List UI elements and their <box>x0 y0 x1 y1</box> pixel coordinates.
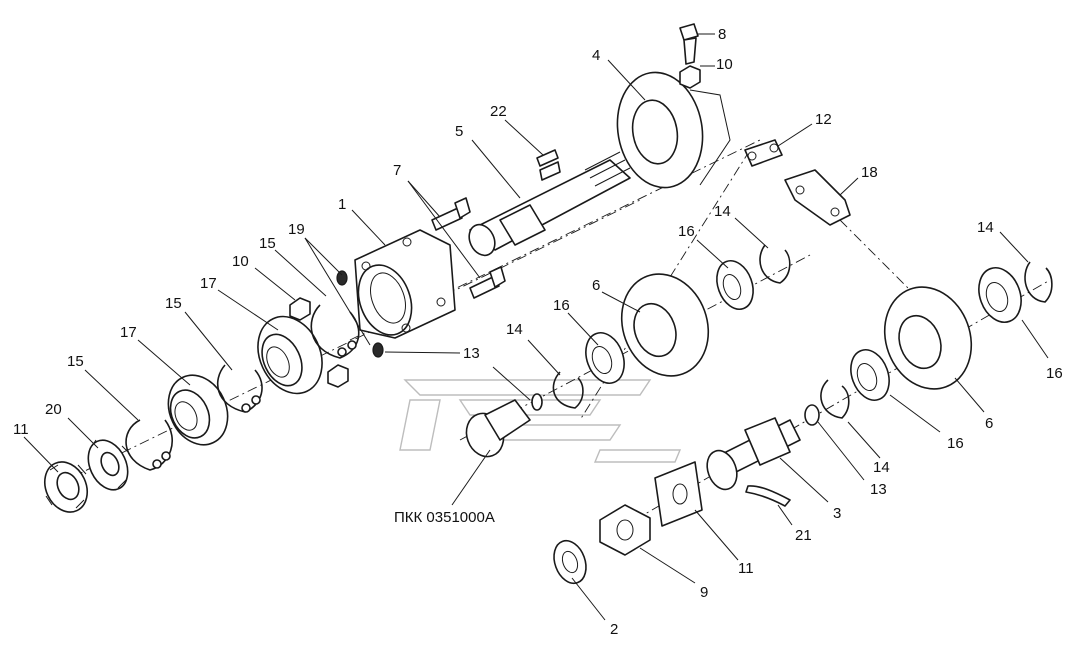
callout-17-lower: 17 <box>120 324 137 341</box>
callout-6-center: 6 <box>592 277 600 294</box>
callout-15-mid: 15 <box>165 295 182 312</box>
part-circlip-15-upper <box>310 304 360 359</box>
callout-8: 8 <box>718 26 726 43</box>
part-sprocket-6-right <box>883 286 973 390</box>
part-washer-2 <box>553 539 587 585</box>
part-bearing-17-lower <box>167 374 229 446</box>
callout-10-left: 10 <box>232 253 249 270</box>
callout-10-top: 10 <box>716 56 733 73</box>
callout-11-left: 11 <box>13 421 29 438</box>
callout-18: 18 <box>861 164 878 181</box>
part-washer-13-right <box>804 404 820 426</box>
part-axle-3 <box>706 417 801 491</box>
part-nut-10-top <box>679 65 701 89</box>
callout-12: 12 <box>815 111 832 128</box>
part-washer-13-center <box>531 393 543 411</box>
part-cotter-pin-21 <box>745 485 791 507</box>
callout-14-center: 14 <box>506 321 523 338</box>
callout-5: 5 <box>455 123 463 140</box>
part-nut-11-left <box>44 461 88 513</box>
callout-7: 7 <box>393 162 401 179</box>
callout-1: 1 <box>338 196 346 213</box>
part-bearing-16-upper-center <box>716 259 754 311</box>
part-key-22 <box>536 149 561 181</box>
part-castle-nut-9 <box>599 504 651 556</box>
callout-20: 20 <box>45 401 62 418</box>
callout-14-right-lower: 14 <box>873 459 890 476</box>
part-bearing-16-right-upper <box>978 267 1022 323</box>
callout-3: 3 <box>833 505 841 522</box>
callout-21: 21 <box>795 527 812 544</box>
callout-16-right-lower: 16 <box>947 435 964 452</box>
part-sprocket-4 <box>616 71 731 189</box>
callout-4: 4 <box>592 47 600 64</box>
part-housing-1 <box>354 229 456 339</box>
callout-15-lower: 15 <box>67 353 84 370</box>
part-bolts-7 <box>431 197 506 299</box>
part-shaft-5 <box>468 151 631 257</box>
callout-13-right: 13 <box>870 481 887 498</box>
callout-17-upper: 17 <box>200 275 217 292</box>
callout-11-right: 11 <box>738 560 754 577</box>
callout-16-right-upper: 16 <box>1046 365 1063 382</box>
callout-22: 22 <box>490 103 507 120</box>
callout-14-right-upper: 14 <box>977 219 994 236</box>
part-nut-10-left <box>289 297 349 388</box>
callout-2: 2 <box>610 621 618 638</box>
callout-16-top: 16 <box>678 223 695 240</box>
part-chain-18 <box>784 169 851 226</box>
part-washer-19 <box>336 270 384 358</box>
part-lock-washer-20 <box>87 439 129 491</box>
part-circlip-14-center <box>552 244 791 409</box>
part-plate-11-right <box>654 461 703 527</box>
part-pin-center <box>465 399 531 458</box>
callout-19: 19 <box>288 221 305 238</box>
leader-lines <box>23 33 1049 621</box>
callout-15-upper: 15 <box>259 235 276 252</box>
part-bearing-17-upper <box>257 315 323 395</box>
part-bearing-16-center <box>585 332 625 384</box>
part-bolt-8 <box>679 23 699 65</box>
callout-13-center: 13 <box>463 345 480 362</box>
callout-labels: 1 2 3 4 5 6 6 7 8 9 10 10 11 11 12 13 13… <box>13 26 1063 638</box>
callout-6-right: 6 <box>985 415 993 432</box>
watermark-logo <box>399 379 682 463</box>
part-bearing-16-right-lower <box>850 349 890 401</box>
part-sprocket-6-center <box>620 273 710 377</box>
callout-14-top: 14 <box>714 203 731 220</box>
callout-9: 9 <box>700 584 708 601</box>
callout-16-center: 16 <box>553 297 570 314</box>
part-circlip-15-mid <box>216 364 263 413</box>
part-chain-link-12 <box>744 139 783 167</box>
part-circlip-14-right <box>820 261 1053 419</box>
part-circlip-15-lower <box>125 419 174 471</box>
diagram-caption: ПКК 0351000А <box>394 509 495 526</box>
